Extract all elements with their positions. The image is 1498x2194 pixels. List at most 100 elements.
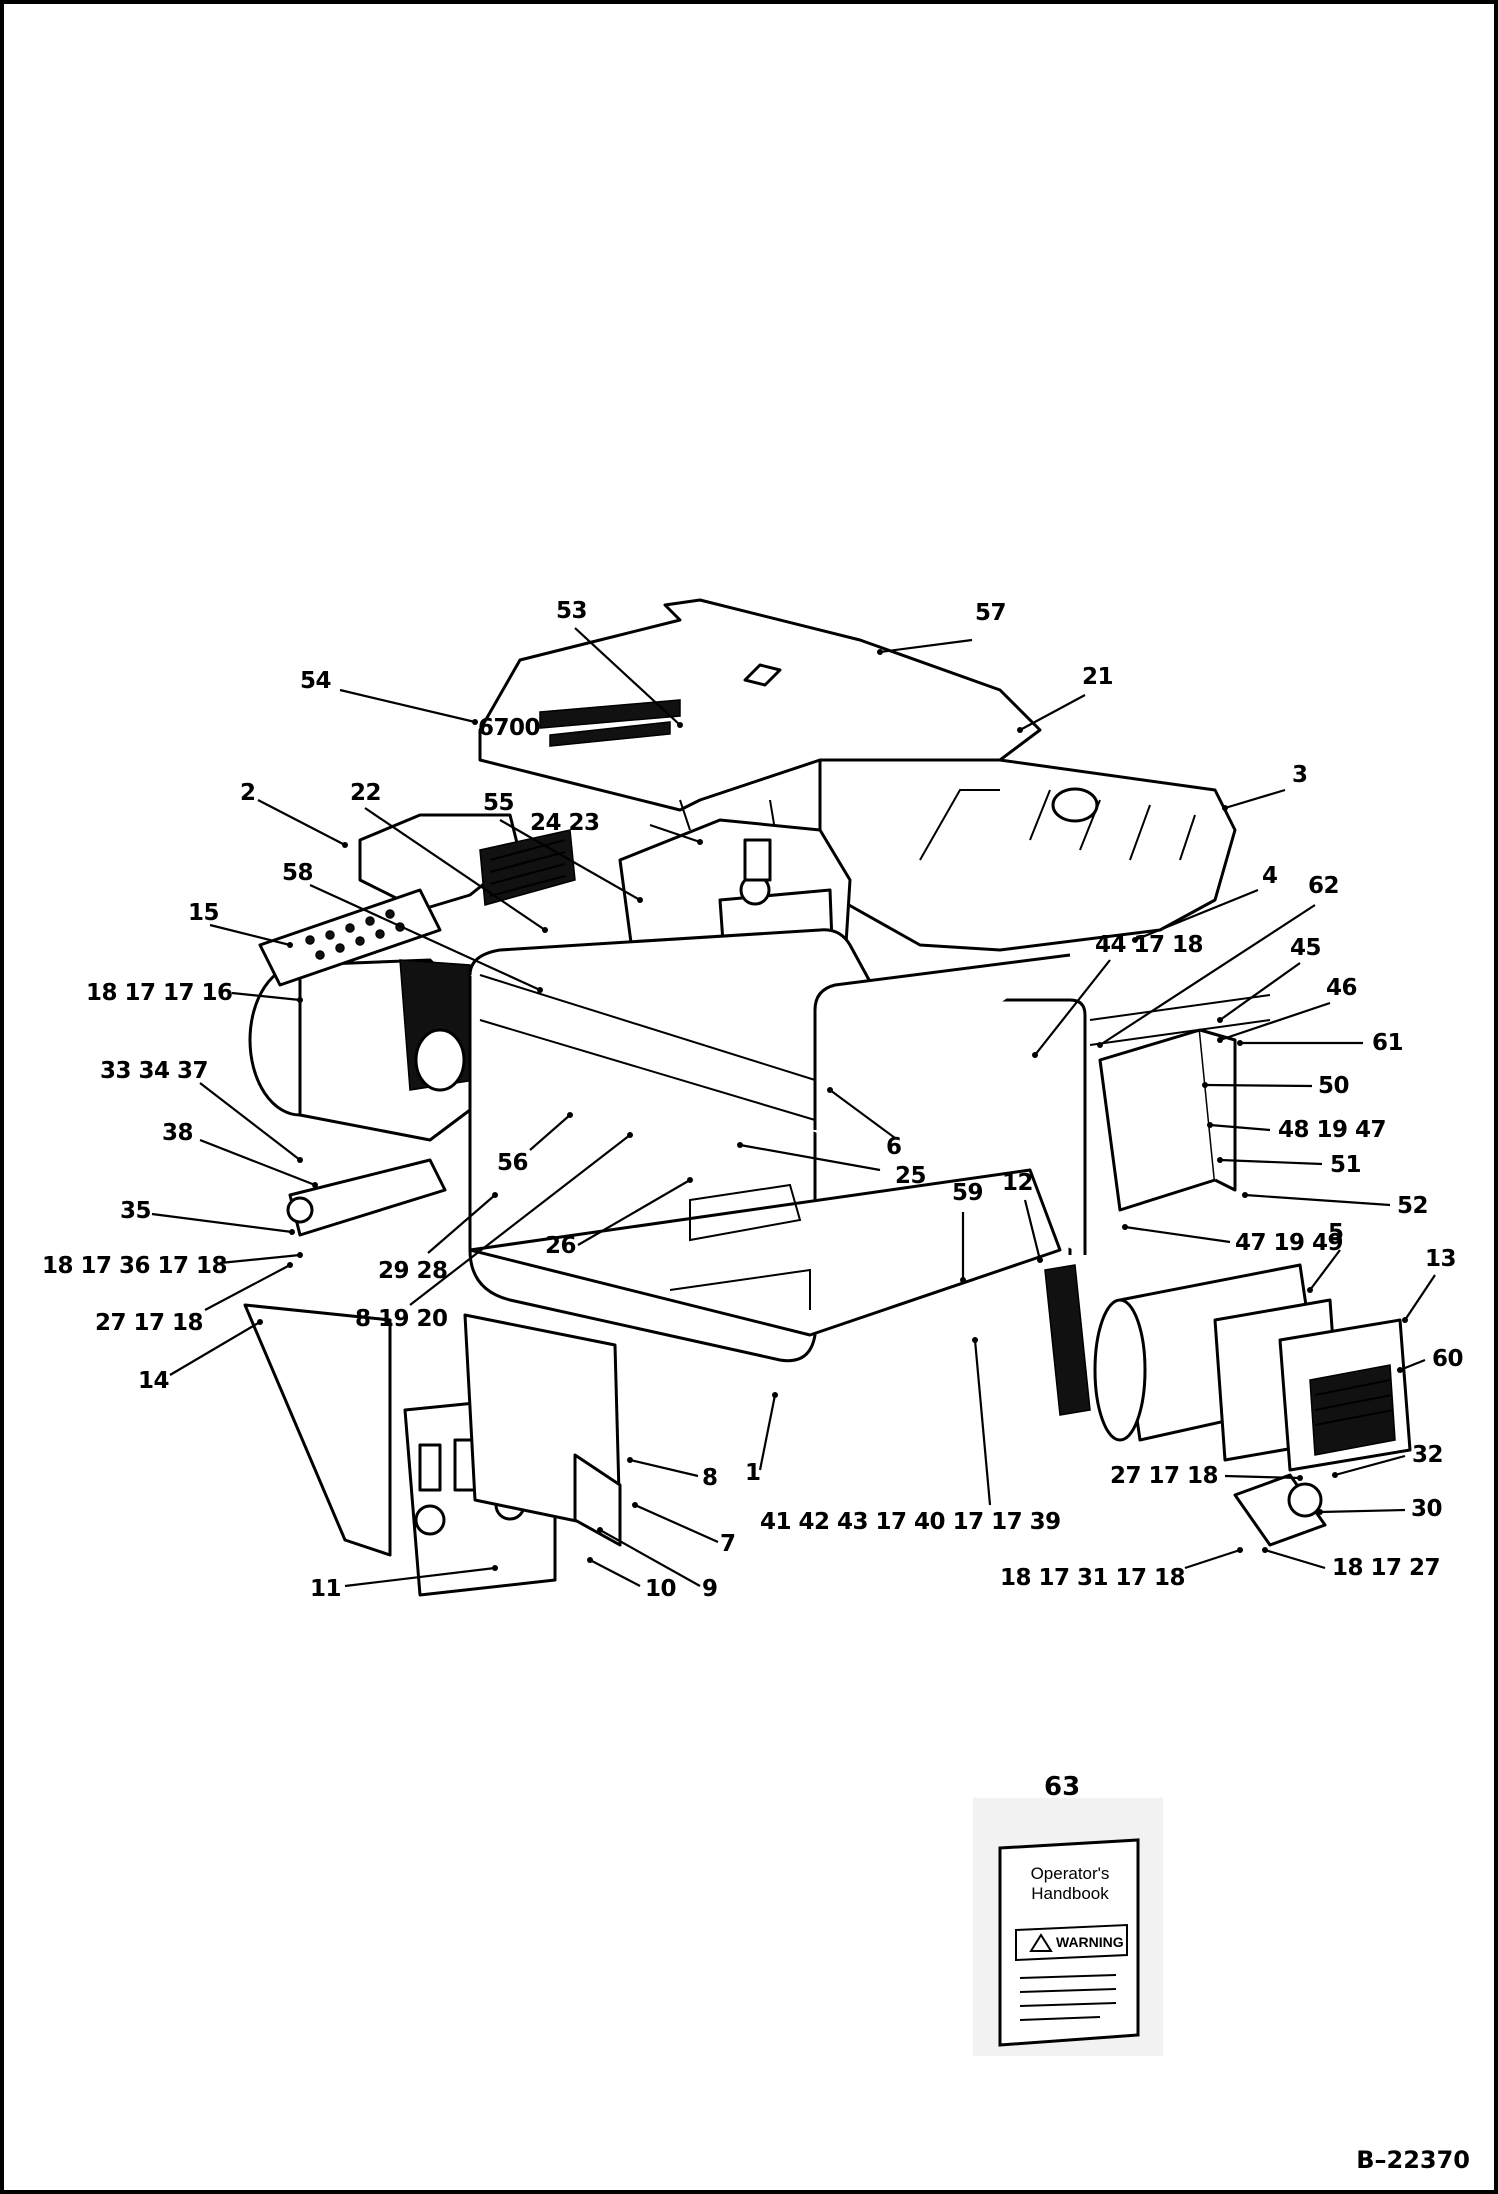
leader-tip-c62	[1097, 1042, 1103, 1048]
leader-tip-c18171716	[297, 997, 303, 1003]
callout-c2: 2	[240, 780, 256, 806]
leader-line-c1817361718	[219, 1253, 301, 1265]
front-panel	[243, 1303, 622, 1597]
leader-tip-c59	[960, 1277, 966, 1283]
leader-tip-c56	[567, 1112, 573, 1118]
top-cover-assembly: 6700	[478, 598, 1237, 952]
leader-line-c7	[634, 1503, 719, 1544]
callout-c54: 54	[300, 668, 331, 694]
leader-tip-c13	[1402, 1317, 1408, 1323]
callout-c50: 50	[1318, 1073, 1349, 1099]
leader-line-c333437	[199, 1082, 301, 1161]
leader-tip-c46	[1217, 1037, 1223, 1043]
leader-line-c56	[529, 1114, 571, 1151]
model-decal-text: 6700	[478, 715, 540, 741]
callout-c62: 62	[1308, 873, 1339, 899]
leader-line-c15	[209, 923, 291, 947]
leader-tip-c271718a	[287, 1262, 293, 1268]
callout-c471949: 47 19 49	[1235, 1230, 1343, 1256]
callout-c26: 26	[545, 1233, 576, 1259]
callout-c181727: 18 17 27	[1332, 1555, 1440, 1581]
leader-tip-c26	[687, 1177, 693, 1183]
callout-c14: 14	[138, 1368, 169, 1394]
battery-tray	[1089, 994, 1271, 1212]
callout-c1: 1	[745, 1460, 761, 1486]
leader-tip-c30	[1317, 1509, 1323, 1515]
leader-tip-c2928	[492, 1192, 498, 1198]
callout-c333437: 33 34 37	[100, 1058, 208, 1084]
leader-tip-c52	[1242, 1192, 1248, 1198]
callout-c2928: 29 28	[378, 1258, 448, 1284]
callout-c81920: 8 19 20	[355, 1306, 448, 1332]
leader-tip-c45	[1217, 1017, 1223, 1023]
callout-c38: 38	[162, 1120, 193, 1146]
leader-line-c26	[577, 1179, 691, 1246]
callout-c55: 55	[483, 790, 514, 816]
operators-handbook	[973, 1798, 1163, 2056]
leader-tip-c25	[737, 1142, 743, 1148]
callout-c12: 12	[1002, 1170, 1033, 1196]
leader-tip-c441718	[1032, 1052, 1038, 1058]
leader-line-c21	[1019, 694, 1086, 731]
leader-line-c62	[1099, 904, 1316, 1046]
skid-bracket	[286, 1158, 447, 1237]
leader-tip-c50	[1202, 1082, 1208, 1088]
callout-c59: 59	[952, 1180, 983, 1206]
leader-line-c45	[1219, 962, 1301, 1021]
callout-c441718: 44 17 18	[1095, 932, 1203, 958]
leader-tip-c3	[1222, 805, 1228, 811]
leader-tip-c32	[1332, 1472, 1338, 1478]
leader-line-c58	[309, 883, 541, 992]
callout-c41bundle: 41 42 43 17 40 17 17 39	[760, 1509, 1061, 1535]
callout-c60: 60	[1432, 1346, 1463, 1372]
callout-c57: 57	[975, 600, 1006, 626]
leader-tip-c41bundle	[972, 1337, 978, 1343]
leader-tip-c1	[772, 1392, 778, 1398]
leader-line-c9	[599, 1529, 701, 1587]
leader-tip-c15	[287, 942, 293, 948]
leader-line-c2423	[649, 823, 701, 844]
leader-tip-c11	[492, 1565, 498, 1571]
leader-tip-c471949	[1122, 1224, 1128, 1230]
leader-line-c1817311718	[1184, 1548, 1241, 1570]
leader-line-c8	[629, 1458, 699, 1478]
callout-c7: 7	[720, 1531, 736, 1557]
leader-line-c54	[339, 688, 476, 724]
leader-line-c57	[879, 638, 973, 654]
leader-tip-c2	[342, 842, 348, 848]
leader-line-c53	[574, 627, 681, 726]
leader-tip-c9	[597, 1527, 603, 1533]
handbook-title: Operator's Handbook	[1005, 1864, 1135, 1904]
leader-line-c5	[1309, 1249, 1341, 1291]
tubular-frame	[468, 928, 1087, 1363]
callout-c35: 35	[120, 1198, 151, 1224]
callout-c13: 13	[1425, 1246, 1456, 1272]
handbook-warning-label: WARNING	[1056, 1934, 1124, 1950]
leader-tip-c4	[1132, 937, 1138, 943]
callout-c18171716: 18 17 17 16	[86, 980, 233, 1006]
leader-line-c81920	[409, 1134, 631, 1306]
callout-c10: 10	[645, 1576, 676, 1602]
alternator	[248, 888, 476, 1142]
leader-line-c181727	[1264, 1548, 1326, 1570]
leader-tip-c38	[312, 1182, 318, 1188]
handbook-title-line1: Operator's	[1030, 1864, 1110, 1883]
callout-c51: 51	[1330, 1152, 1361, 1178]
callout-c58: 58	[282, 860, 313, 886]
leader-tip-c8	[627, 1457, 633, 1463]
callout-c52: 52	[1397, 1193, 1428, 1219]
grille-holes	[305, 909, 405, 960]
leader-line-c50	[1204, 1083, 1313, 1088]
leader-line-c46	[1219, 1001, 1331, 1042]
callout-c25: 25	[895, 1163, 926, 1189]
leader-line-c55	[499, 819, 641, 901]
leader-tip-c271718b	[1297, 1475, 1303, 1481]
leader-tip-c22	[542, 927, 548, 933]
leader-line-c38	[199, 1138, 316, 1187]
leader-tip-c181727	[1262, 1547, 1268, 1553]
leader-tip-c333437	[297, 1157, 303, 1163]
leader-line-c6	[829, 1089, 896, 1139]
handbook-title-line2: Handbook	[1031, 1884, 1109, 1903]
